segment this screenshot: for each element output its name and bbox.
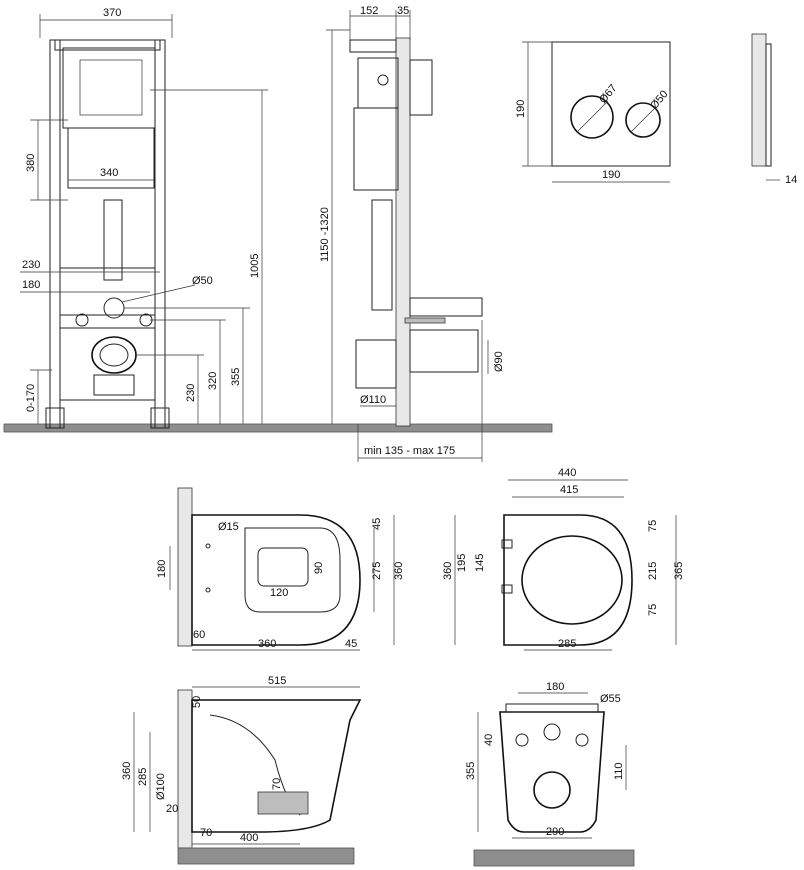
dim-inlet-diameter: Ø50 [192, 275, 213, 287]
dim-frame-range: 1150 -1320 [319, 207, 331, 262]
wall-section [395, 37, 411, 427]
toilet-body-side [191, 699, 362, 833]
dim-355: 355 [230, 368, 242, 386]
dim-top-180: 180 [156, 560, 168, 578]
side-drain-elbow [409, 329, 479, 373]
flush-button-large [570, 95, 614, 139]
dim-plate-height: 190 [515, 100, 527, 118]
dim-35: 35 [397, 5, 409, 17]
dim-230-width: 230 [22, 259, 40, 271]
side-view-floor [177, 847, 355, 865]
seat-opening [521, 535, 623, 625]
dim-side-360: 360 [121, 762, 133, 780]
dim-seat-75a: 75 [647, 520, 659, 532]
dim-side-d100: Ø100 [155, 773, 167, 800]
dim-top-45b: 45 [345, 638, 357, 650]
dim-plate-thickness: 14 [785, 174, 797, 186]
toilet-side-view: 515 50 360 285 Ø100 20 70 70 400 [121, 675, 362, 865]
dim-rear-110: 110 [613, 762, 625, 780]
dim-top-120: 120 [270, 587, 288, 599]
dim-230-height: 230 [185, 384, 197, 402]
toilet-rear-view: 180 Ø55 40 355 110 290 [465, 681, 635, 867]
dim-side-285: 285 [137, 768, 149, 786]
bowl-inner-top [244, 527, 341, 613]
dim-152: 152 [360, 5, 378, 17]
dim-320: 320 [207, 372, 219, 390]
dim-180-width: 180 [22, 279, 40, 291]
dim-rear-355: 355 [465, 762, 477, 780]
dim-top-60: 60 [193, 629, 205, 641]
side-flush-pipe [371, 199, 393, 311]
dim-plate-width: 190 [602, 169, 620, 181]
frame-top-bar [54, 39, 161, 51]
dim-side-400: 400 [240, 832, 258, 844]
bowl-outline-top [191, 514, 361, 646]
dim-top-90: 90 [313, 562, 325, 574]
dim-side-50: 50 [191, 696, 203, 708]
dim-seat-195: 195 [456, 554, 468, 572]
dim-side-20: 20 [166, 803, 178, 815]
floor-line [3, 423, 553, 433]
front-view-frame: 370 380 340 1005 230 180 Ø50 355 320 230… [3, 7, 553, 433]
flush-button-small [625, 102, 661, 138]
drain-outlet [91, 336, 137, 374]
dim-seat-75b: 75 [647, 604, 659, 616]
dim-rear-40: 40 [483, 734, 495, 746]
toilet-body-rear [499, 711, 605, 833]
rear-view-floor [473, 849, 635, 867]
side-view-frame: 1150 -1320 152 35 Ø110 Ø90 min 135 - max… [319, 5, 505, 462]
dim-seat-285: 285 [558, 638, 576, 650]
flush-pipe [103, 199, 123, 281]
dim-seat-440: 440 [558, 467, 576, 479]
dim-adjust-range: 0-170 [25, 384, 37, 412]
flush-plate-view: Ø67 Ø50 190 190 14 [515, 33, 797, 186]
flush-plate [551, 41, 671, 167]
dim-drain-diameter: Ø110 [360, 394, 386, 406]
top-view-wall [177, 487, 193, 647]
dim-button-large: Ø67 [597, 82, 620, 106]
dim-outlet-diameter: Ø90 [493, 351, 505, 372]
dim-seat-145: 145 [474, 554, 486, 572]
dim-cistern-height: 380 [25, 154, 37, 172]
side-view-wall [177, 689, 193, 849]
dim-top-275: 275 [371, 562, 383, 580]
dim-side-70a: 70 [271, 778, 283, 790]
dim-top-45a: 45 [371, 518, 383, 530]
dim-seat-415: 415 [560, 484, 578, 496]
plate-side-wall [751, 33, 767, 167]
dim-side-515: 515 [268, 675, 286, 687]
dim-rear-d55: Ø55 [600, 693, 621, 705]
dim-rear-180: 180 [546, 681, 564, 693]
dim-wall-depth: min 135 - max 175 [364, 445, 455, 457]
dim-button-small: Ø50 [648, 88, 671, 112]
dim-top-15: Ø15 [218, 521, 239, 533]
dim-rear-290: 290 [546, 826, 564, 838]
toilet-top-view: 180 Ø15 45 275 360 90 120 60 360 45 [156, 487, 405, 651]
dim-side-70b: 70 [200, 827, 212, 839]
dim-seat-360: 360 [442, 562, 454, 580]
dim-cistern-width: 340 [100, 167, 118, 179]
side-cistern [353, 107, 399, 191]
flush-mechanism [79, 59, 143, 116]
rear-drain [533, 771, 571, 809]
seat-outline [503, 514, 633, 646]
dim-1005: 1005 [249, 254, 261, 278]
dim-frame-width: 370 [103, 7, 121, 19]
dim-top-360: 360 [393, 562, 405, 580]
rear-inlet [543, 723, 561, 741]
cistern-body [67, 127, 155, 189]
dim-seat-215: 215 [647, 562, 659, 580]
seat-top-view: 440 415 360 195 145 75 215 365 75 285 [442, 467, 685, 651]
dim-seat-365: 365 [673, 562, 685, 580]
dim-top-length: 360 [258, 638, 276, 650]
frame-right-post [154, 39, 166, 429]
